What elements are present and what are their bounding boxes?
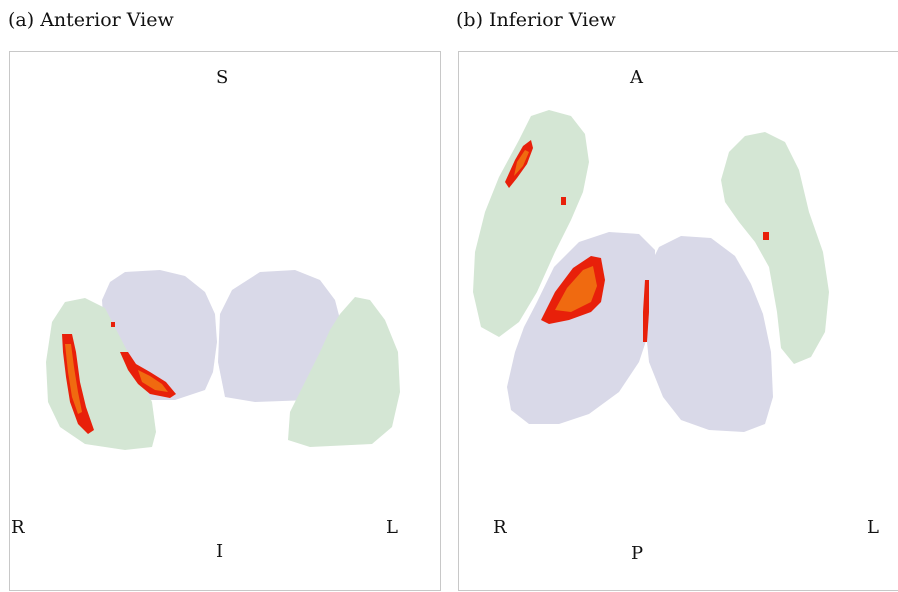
label-left-side: L bbox=[386, 517, 398, 538]
green-region-left bbox=[288, 297, 400, 447]
purple-organ-left bbox=[645, 236, 773, 432]
hotspot-upper-right-core bbox=[514, 150, 529, 176]
label-superior: S bbox=[216, 67, 229, 88]
label-right-side: R bbox=[493, 517, 507, 538]
panel-a-caption: (a) Anterior View bbox=[8, 9, 174, 31]
purple-organ-left bbox=[218, 270, 342, 402]
green-region-right bbox=[473, 110, 589, 337]
inferior-view-figure bbox=[473, 110, 829, 432]
purple-organ-right bbox=[507, 232, 655, 424]
green-region-left bbox=[721, 132, 829, 364]
hotspot-speck bbox=[111, 322, 115, 327]
hotspot-midline bbox=[643, 280, 649, 342]
label-inferior: I bbox=[216, 541, 224, 562]
panel-b-caption: (b) Inferior View bbox=[456, 9, 616, 31]
label-left-side: L bbox=[867, 517, 879, 538]
anterior-view-figure bbox=[46, 270, 400, 450]
hotspot-right-vertical-core bbox=[65, 344, 82, 414]
hotspot-center-core bbox=[138, 370, 168, 392]
label-anterior: A bbox=[630, 67, 643, 88]
green-region-right bbox=[46, 298, 156, 450]
label-posterior: P bbox=[631, 543, 644, 564]
hotspot-speck-left bbox=[763, 232, 769, 240]
hotspot-central-core bbox=[555, 266, 597, 312]
label-right-side: R bbox=[11, 517, 25, 538]
panel-anterior-view: S I R L bbox=[9, 51, 441, 591]
hotspot-speck-upper bbox=[561, 197, 566, 205]
panel-inferior-view: A P R L bbox=[458, 51, 898, 591]
